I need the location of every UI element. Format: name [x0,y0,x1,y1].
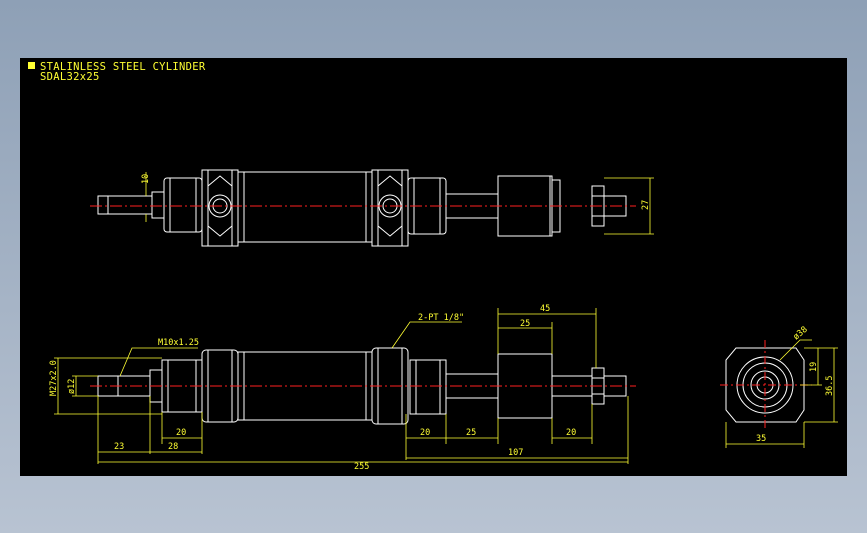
dim-port: 2-PT 1/8" [418,313,464,323]
top-barrel [237,171,373,243]
dim-255: 255 [354,462,369,472]
top-cap-right [371,169,409,247]
dim-20-a: 20 [176,428,186,438]
title-line2: SDAL32x25 [40,71,100,83]
dim-25-b: 25 [466,428,476,438]
top-dims [145,172,654,235]
drawing-canvas: 10 27 [49,169,838,472]
dim-thread-body: M27x2.0 [49,360,59,396]
title-text: STALINLESS STEEL CYLINDER [40,61,206,73]
top-view [97,169,627,247]
dim-rod-dia: ø12 [67,379,77,394]
dim-107: 107 [508,448,523,458]
dim-20-c: 20 [566,428,576,438]
dim-thread-rod: M10x1.25 [158,338,199,348]
side-dims [54,308,629,464]
title-line1: STALINLESS STEEL CYLINDER [28,61,206,73]
dim-25-top: 25 [520,319,530,329]
dim-23: 23 [114,442,124,452]
top-cap-left [201,169,239,247]
dim-top-rod-dia: 10 [141,174,151,184]
title-bullet [28,62,35,69]
dim-end-19: 19 [809,362,819,372]
cad-drawing: STALINLESS STEEL CYLINDER SDAL32x25 [20,58,847,476]
dim-top-height: 27 [641,200,651,210]
dim-end-36-5: 36.5 [825,376,835,396]
dim-20-b: 20 [420,428,430,438]
end-centerlines [720,340,812,430]
dim-28: 28 [168,442,178,452]
end-dims [725,339,838,448]
dim-end-35: 35 [756,434,766,444]
side-thread-right [409,359,447,415]
top-collar-left [151,191,165,219]
end-body [725,347,805,423]
dim-45: 45 [540,304,550,314]
top-rod-left [97,195,153,215]
